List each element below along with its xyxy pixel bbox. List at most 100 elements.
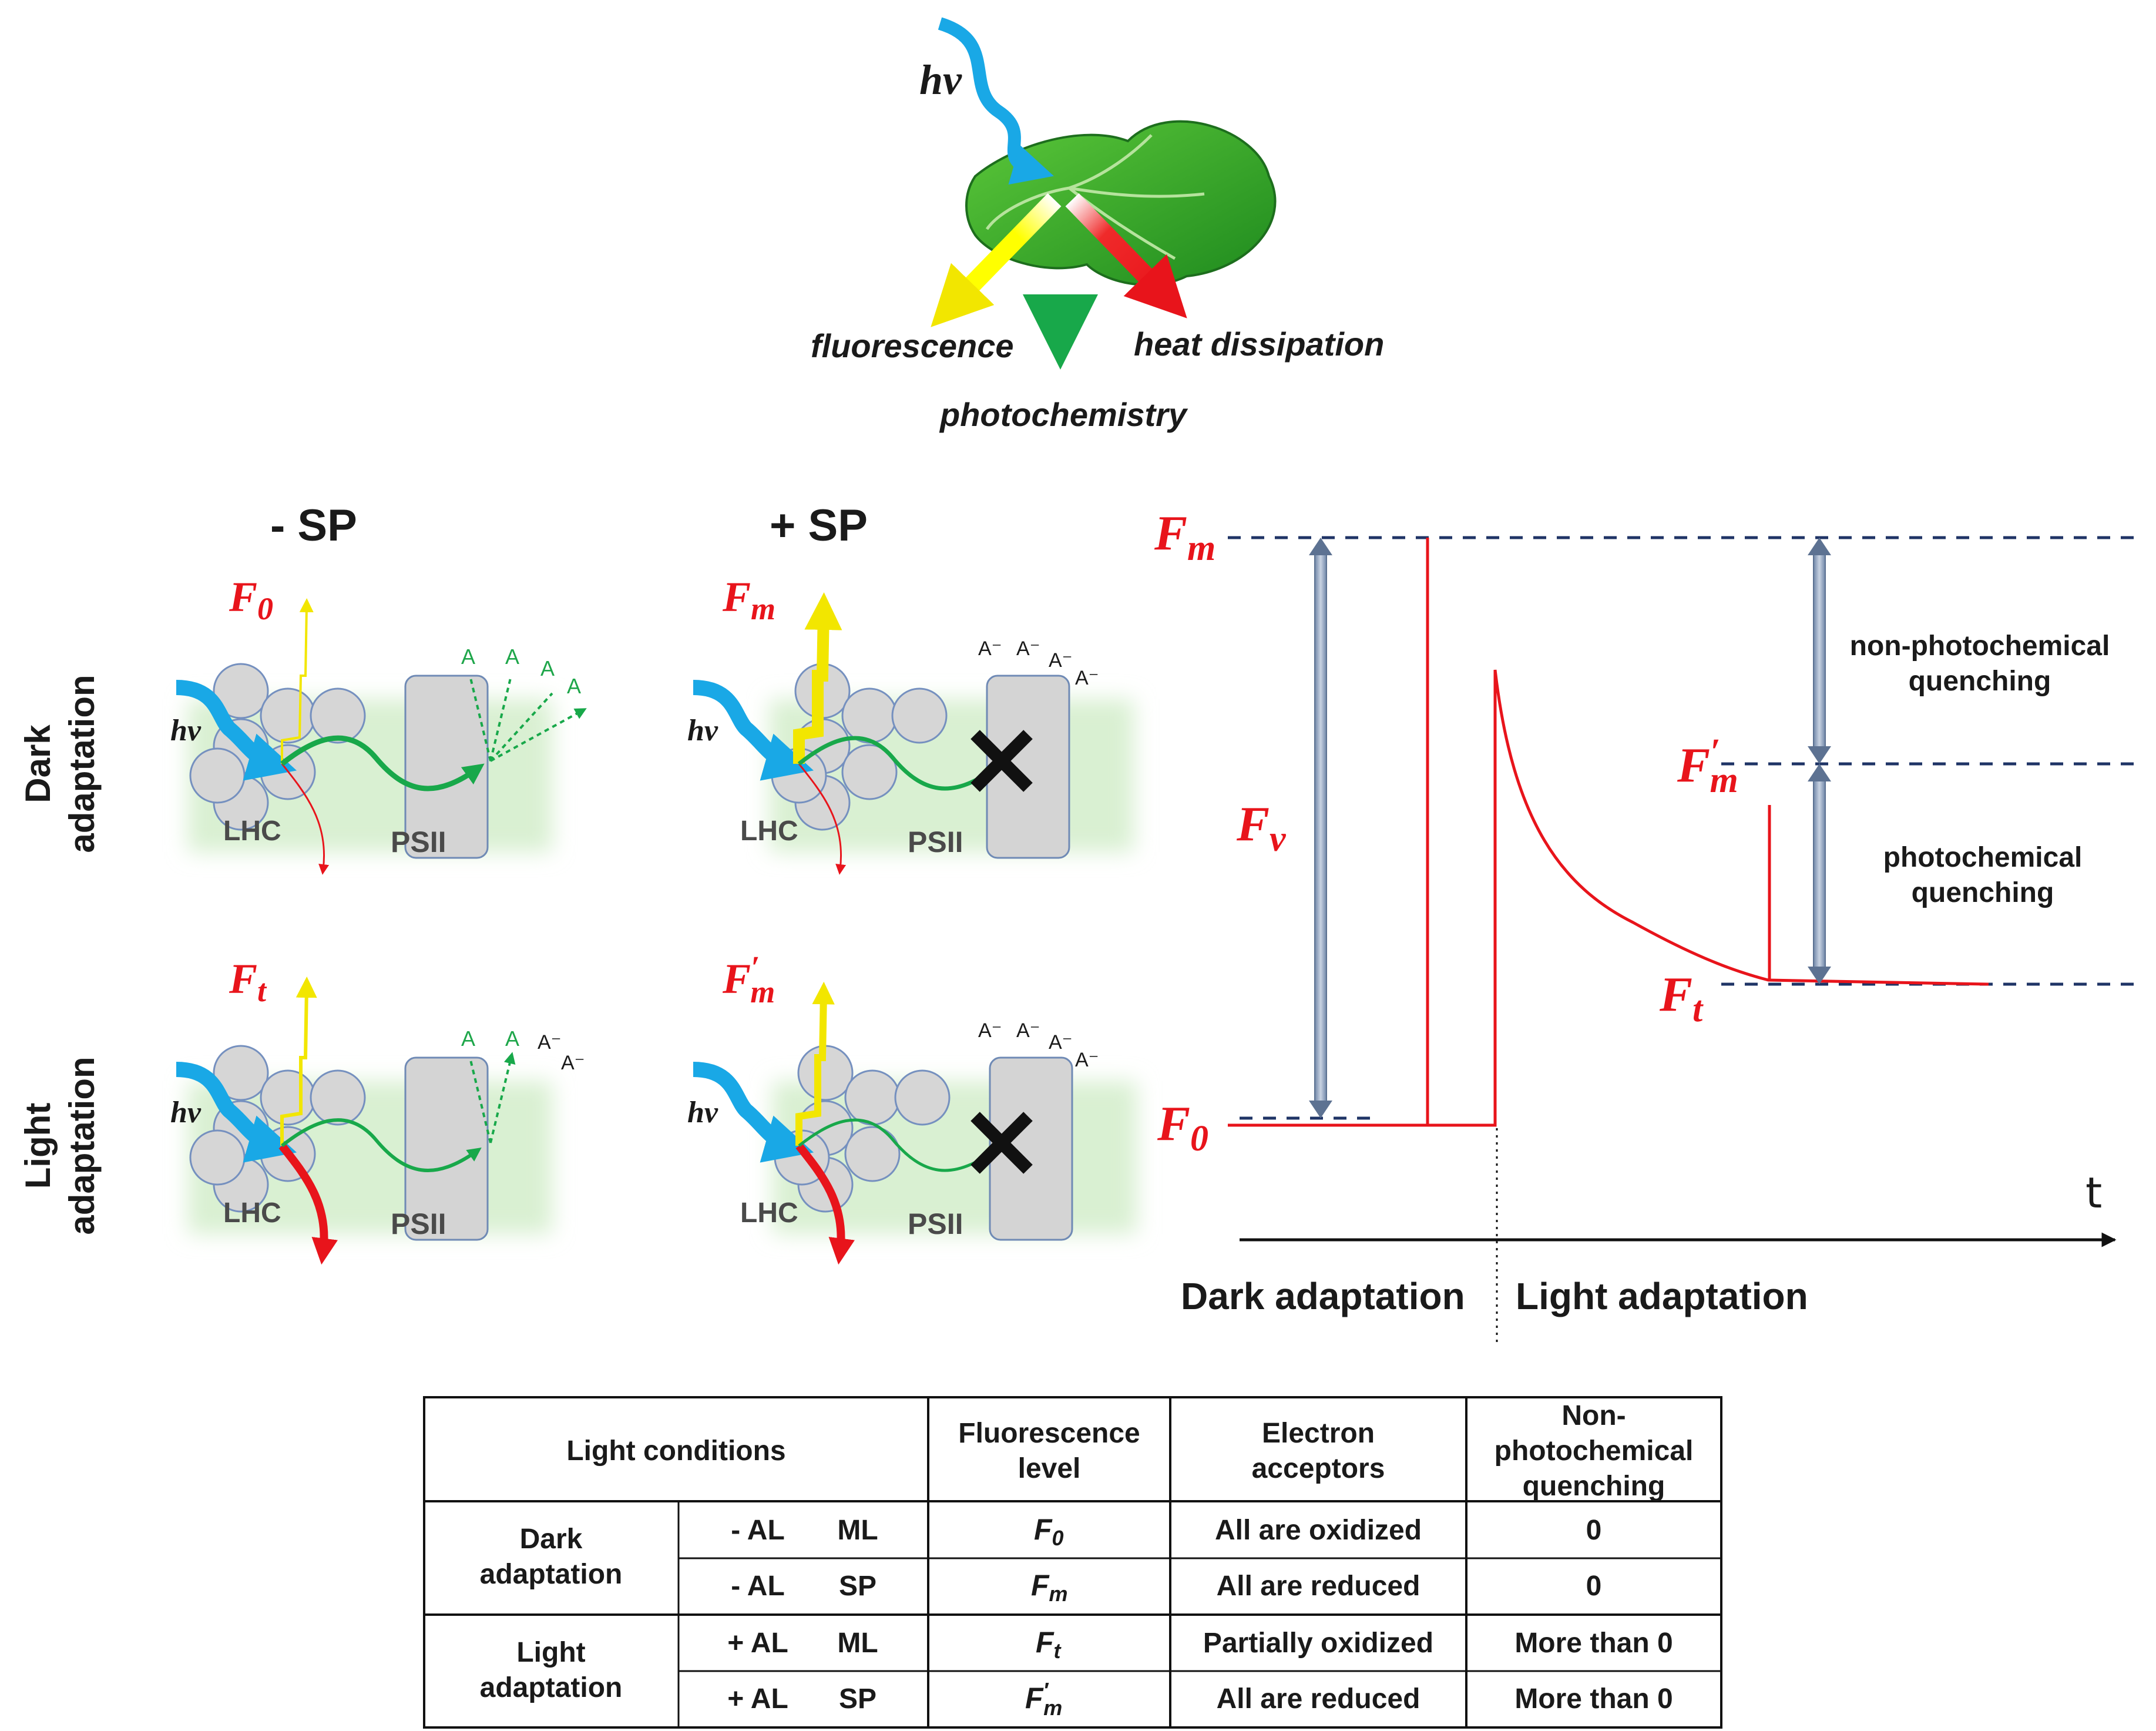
- row-acceptors: Partially oxidized: [1203, 1628, 1433, 1659]
- row-acceptors: All are reduced: [1217, 1571, 1420, 1602]
- header-npq-1: Non-: [1561, 1400, 1626, 1431]
- row-label-dark: Dark adaptation: [18, 675, 102, 853]
- f0-main: F: [229, 573, 257, 620]
- header-light-conditions: Light conditions: [566, 1435, 785, 1467]
- electron-transfer-path: [798, 1118, 994, 1172]
- row-light: SP: [839, 1683, 876, 1715]
- electron-transfer-path: [280, 735, 485, 791]
- trace-f0-label: F0: [1157, 1096, 1208, 1159]
- row-level-subscript: t: [1054, 1639, 1062, 1663]
- fluorescence-path: [280, 977, 317, 1146]
- fluorescence-path: [795, 981, 835, 1146]
- ft-label: Ft: [229, 955, 267, 1008]
- acceptor-label: A: [540, 656, 555, 680]
- reduced-acceptor-label: A⁻: [538, 1031, 562, 1054]
- acceptor-label: A: [505, 1026, 519, 1051]
- f0-label: F0: [229, 573, 273, 626]
- trace-fmp-label: F′m: [1677, 732, 1738, 800]
- row-light: SP: [839, 1571, 876, 1602]
- trace-fmp-sup: ′: [1710, 732, 1720, 772]
- header-npq-2: photochemical: [1495, 1435, 1694, 1467]
- header-acceptors-2: acceptors: [1252, 1453, 1385, 1484]
- npq-label-line1: non-photochemical: [1850, 630, 2110, 662]
- header-npq-3: quenching: [1523, 1471, 1665, 1502]
- row-npq: 0: [1586, 1515, 1602, 1546]
- lhc-label: LHC: [223, 1197, 281, 1229]
- row-level: Fm: [1031, 1569, 1068, 1606]
- row-npq: More than 0: [1514, 1628, 1673, 1659]
- heat-path: [798, 763, 847, 875]
- lhc-label: LHC: [223, 816, 281, 847]
- acceptor-label: A: [461, 1026, 475, 1051]
- electron-transfer-path: [281, 1118, 482, 1172]
- trace-fv-main: F: [1236, 797, 1270, 851]
- fluorescence-curve: [1228, 538, 1989, 1127]
- trace-ft-subscript: t: [1692, 989, 1704, 1029]
- fm-label: Fm: [722, 573, 775, 626]
- row-label-light-line2: adaptation: [62, 1056, 102, 1234]
- ft-subscript: t: [257, 973, 267, 1008]
- row-level-main: F: [1025, 1682, 1044, 1715]
- fluorescence-trace: t Dark adaptation Light adaptation Fm Fv…: [1154, 506, 2144, 1343]
- blocked-cross-icon: [970, 730, 1033, 792]
- row-light: ML: [837, 1628, 878, 1659]
- reduced-acceptor-label: A⁻: [1049, 649, 1073, 672]
- fm-prime-sup: ′: [751, 950, 760, 985]
- reduced-acceptor-label: A⁻: [1016, 1019, 1040, 1042]
- light-input-arrow: [693, 680, 814, 781]
- lhc-label: LHC: [740, 1197, 798, 1229]
- trace-fmp-subscript: m: [1710, 760, 1738, 800]
- reduced-acceptor-label: A⁻: [1016, 638, 1040, 660]
- reduced-acceptor-label: A⁻: [978, 638, 1002, 660]
- hv-label: hν: [170, 714, 202, 747]
- row-level: F0: [1034, 1513, 1064, 1550]
- heat-path: [281, 763, 330, 875]
- dark-adaptation-label: Dark adaptation: [1181, 1275, 1465, 1317]
- row-al: + AL: [727, 1683, 788, 1715]
- trace-fm-main: F: [1154, 506, 1187, 561]
- reduced-acceptor-label: A⁻: [1049, 1031, 1073, 1054]
- light-input-arrow: [176, 680, 297, 781]
- fluorescence-arrow: [931, 193, 1062, 327]
- row-acceptors: All are oxidized: [1215, 1515, 1422, 1546]
- fm-prime-label: F′m: [722, 950, 775, 1009]
- hv-label: hν: [170, 1096, 202, 1129]
- incoming-light-arrow: [938, 17, 1054, 185]
- row-npq: 0: [1586, 1571, 1602, 1602]
- summary-table: Light conditions Fluorescence level Elec…: [423, 1396, 1722, 1729]
- npq-double-arrow: [1808, 538, 1831, 764]
- header-acceptors-1: Electron: [1262, 1418, 1375, 1449]
- row-light: ML: [837, 1515, 878, 1546]
- npq-label-line2: quenching: [1909, 666, 2051, 697]
- table-border: [423, 1396, 1722, 1729]
- group-light-line2: adaptation: [480, 1672, 623, 1703]
- f0-subscript: 0: [257, 591, 273, 626]
- reduced-acceptor-label: A⁻: [1075, 667, 1099, 689]
- trace-fv-subscript: v: [1270, 819, 1287, 859]
- row-npq: More than 0: [1514, 1683, 1673, 1715]
- trace-f0-main: F: [1157, 1096, 1190, 1151]
- trace-f0-subscript: 0: [1190, 1119, 1208, 1159]
- fv-double-arrow: [1309, 538, 1332, 1118]
- hv-label: hν: [687, 714, 718, 747]
- trace-fmp-main: F: [1677, 738, 1710, 793]
- light-input-arrow: [176, 1062, 297, 1163]
- fm-prime-main: F: [722, 955, 751, 1002]
- row-label-dark-line1: Dark: [18, 724, 58, 803]
- trace-fv-label: Fv: [1236, 797, 1287, 859]
- group-dark-line2: adaptation: [480, 1559, 623, 1590]
- header-fluorescence-1: Fluorescence: [958, 1418, 1140, 1449]
- heat-dissipation-label: heat dissipation: [1134, 326, 1384, 363]
- panel-dark-minus-sp: A A A A hν LHC PSII F0: [170, 573, 582, 875]
- row-label-light: Light adaptation: [18, 1056, 102, 1234]
- row-level: F′m: [1025, 1678, 1062, 1720]
- heat-arrow: [1065, 193, 1187, 318]
- pq-label-line1: photochemical: [1883, 842, 2083, 873]
- fm-subscript: m: [751, 591, 775, 626]
- photochemistry-label: photochemistry: [939, 396, 1188, 433]
- trace-fm-subscript: m: [1187, 528, 1215, 568]
- trace-fm-label: Fm: [1154, 506, 1215, 568]
- row-level-main: F: [1036, 1626, 1055, 1659]
- fluorescence-label: fluorescence: [811, 327, 1014, 364]
